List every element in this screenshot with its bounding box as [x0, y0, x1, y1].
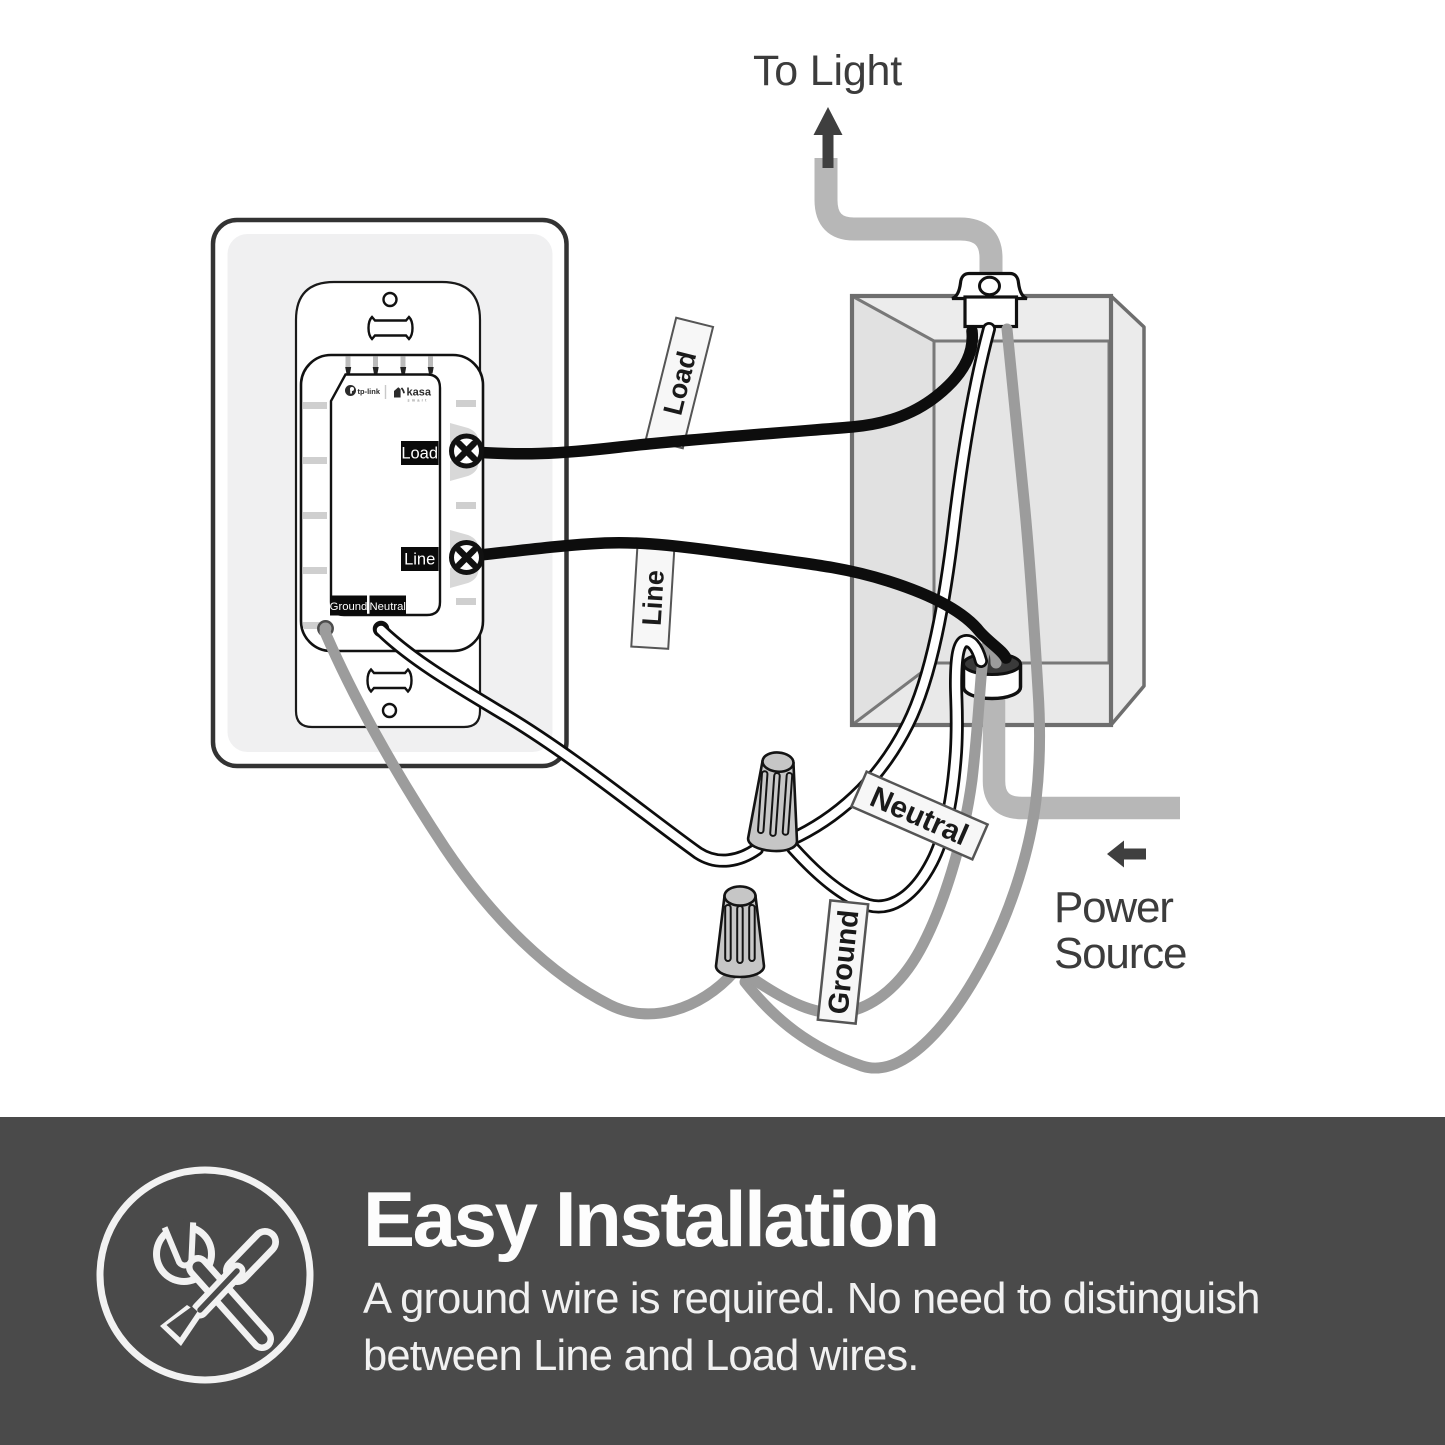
svg-text:Line: Line: [404, 551, 435, 569]
svg-text:Neutral: Neutral: [369, 601, 405, 613]
svg-text:Easy Installation: Easy Installation: [363, 1175, 938, 1263]
svg-text:To Light: To Light: [753, 47, 902, 95]
svg-text:Line: Line: [637, 569, 670, 626]
svg-text:Ground: Ground: [330, 601, 368, 613]
svg-text:Source: Source: [1054, 929, 1186, 978]
svg-text:between Line and Load wires.: between Line and Load wires.: [363, 1332, 919, 1380]
svg-text:Power: Power: [1054, 883, 1173, 932]
svg-text:smart: smart: [408, 398, 429, 403]
svg-text:A ground wire is required. No: A ground wire is required. No need to di…: [363, 1275, 1260, 1323]
svg-text:Load: Load: [401, 445, 438, 463]
svg-text:tp-link: tp-link: [358, 387, 381, 396]
svg-text:kasa: kasa: [407, 387, 432, 399]
